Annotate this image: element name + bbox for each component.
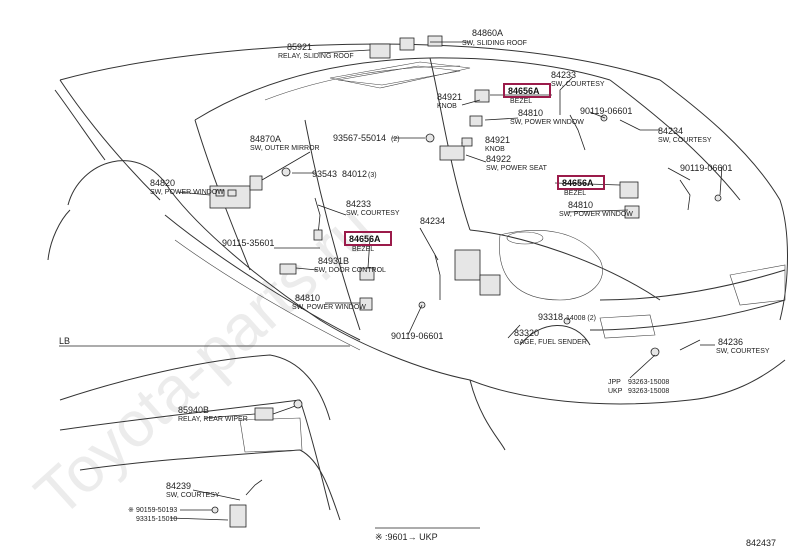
callout-text: (2) xyxy=(391,136,400,143)
callout-text: 93263-15008 xyxy=(628,379,669,386)
callout-84234-rear: 84234 xyxy=(658,126,683,136)
callout-84012: 84012 xyxy=(342,169,367,179)
callout-84810-right: 84810 xyxy=(568,200,593,210)
callout-93567: 93567-55014 xyxy=(333,133,386,143)
callout-text: RELAY, REAR WIPER xyxy=(178,416,248,423)
callout-84810-upper: 84810 xyxy=(518,108,543,118)
callout-text: RELAY, SLIDING ROOF xyxy=(278,53,354,60)
callout-text: SW, COURTESY xyxy=(551,81,605,88)
callout-text: SW, POWER SEAT xyxy=(486,165,548,172)
callout-83320: 83320 xyxy=(514,328,539,338)
callout-84234-front: 84234 xyxy=(420,216,445,226)
callout-84931B: 84931B xyxy=(318,256,349,266)
callout-text: BEZEL xyxy=(352,246,374,253)
callout-text: SW, DOOR CONTROL xyxy=(314,267,386,274)
callout-text: KNOB xyxy=(485,146,505,153)
callout-asterisk: ※ xyxy=(128,507,134,514)
leader-lines xyxy=(177,41,723,379)
footer-note: ※ :9601→ UKP xyxy=(375,532,438,542)
callout-84922: 84922 xyxy=(486,154,511,164)
callout-84656A-upper: 84656A xyxy=(508,86,540,96)
callout-text: SW, OUTER MIRROR xyxy=(250,145,320,152)
callout-text: (3) xyxy=(368,172,377,179)
section-label: LB xyxy=(59,336,70,346)
callout-text: SW, POWER WINDOW xyxy=(559,211,633,218)
callout-jpp: JPP xyxy=(608,379,621,386)
callout-text: GAGE, FUEL SENDER xyxy=(514,339,587,346)
callout-84820: 84820 xyxy=(150,178,175,188)
callout-85940B: 85940B xyxy=(178,405,209,415)
callout-text: 93263-15008 xyxy=(628,388,669,395)
callout-84921-upper: 84921 xyxy=(437,92,462,102)
callout-text: KNOB xyxy=(437,103,457,110)
callout-text: 14008 (2) xyxy=(566,315,596,322)
callout-84921-lower: 84921 xyxy=(485,135,510,145)
callout-text: SW, COURTESY xyxy=(166,492,220,499)
callout-90115: 90115-35601 xyxy=(222,238,274,248)
callout-text: SW, SLIDING ROOF xyxy=(462,40,527,47)
callout-85921: 85921 xyxy=(287,42,312,52)
callout-text: SW, POWER WINDOW xyxy=(292,304,366,311)
callout-84860A: 84860A xyxy=(472,28,503,38)
callout-text: BEZEL xyxy=(510,98,532,105)
callout-90119-right: 90119-06601 xyxy=(680,163,732,173)
parts-graphics xyxy=(209,35,722,357)
watermark: Toyota-parts.ru xyxy=(21,191,386,530)
callout-84239: 84239 xyxy=(166,481,191,491)
callout-84233-front: 84233 xyxy=(346,199,371,209)
callout-90119-upper: 90119-06601 xyxy=(580,106,632,116)
callout-84810-front: 84810 xyxy=(295,293,320,303)
callout-93318: 93318 xyxy=(538,312,563,322)
callout-93315: 93315-15010 xyxy=(136,516,177,523)
callout-84656A-right: 84656A xyxy=(562,178,594,188)
callout-93543: 93543 xyxy=(312,169,337,179)
callout-84233-rear: 84233 xyxy=(551,70,576,80)
callout-84656A-lower: 84656A xyxy=(349,234,381,244)
callout-text: SW, POWER WINDOW xyxy=(150,189,224,196)
callout-90119-lower: 90119-06601 xyxy=(391,331,443,341)
callout-ukp: UKP xyxy=(608,388,623,395)
callout-labels: 84860A SW, SLIDING ROOF 85921 RELAY, SLI… xyxy=(150,28,770,395)
callout-84870A: 84870A xyxy=(250,134,281,144)
callout-84236: 84236 xyxy=(718,337,743,347)
lb-inset: LB 85940B RELAY, REAR WIPER 84239 SW, CO… xyxy=(59,336,350,528)
callout-text: SW, POWER WINDOW xyxy=(510,119,584,126)
callout-text: SW, COURTESY xyxy=(658,137,712,144)
figure-number: 842437 xyxy=(746,538,776,548)
callout-90159: 90159-50193 xyxy=(136,507,177,514)
callout-text: SW, COURTESY xyxy=(346,210,400,217)
callout-text: SW, COURTESY xyxy=(716,348,770,355)
callout-text: BEZEL xyxy=(564,190,586,197)
